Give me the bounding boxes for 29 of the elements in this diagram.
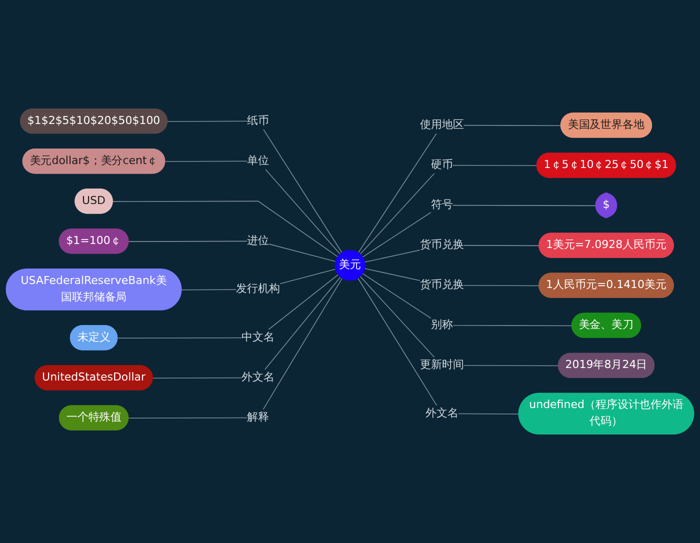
edge-label: 符号	[430, 198, 453, 212]
edge-label: 货币兑换	[420, 238, 464, 252]
edge-label: 单位	[247, 154, 270, 168]
connector	[128, 278, 343, 419]
edge-label: 使用地区	[420, 118, 464, 132]
connector	[360, 164, 538, 255]
connector	[358, 124, 562, 254]
edge-label: 更新时间	[420, 358, 464, 372]
connector	[362, 273, 573, 326]
connector	[164, 160, 341, 255]
connector	[357, 278, 520, 414]
edge-label: 进位	[247, 234, 270, 248]
edge-label: 解释	[247, 411, 270, 424]
connector	[167, 120, 342, 254]
connector	[152, 276, 341, 379]
edge-label: 硬币	[430, 158, 453, 172]
connector	[128, 240, 336, 262]
edge-label: 中文名	[242, 331, 275, 344]
edge-label: 外文名	[425, 406, 458, 420]
node-circle: 美元	[334, 250, 366, 281]
connector	[112, 200, 338, 258]
connector	[360, 276, 560, 366]
edge-label: 别称	[430, 318, 453, 332]
edge-label: 纸币	[247, 114, 270, 127]
edge-label: 货币兑换	[420, 278, 464, 292]
edge-label: 发行机构	[236, 282, 280, 296]
connector	[117, 274, 339, 338]
edge-label: 外文名	[242, 371, 275, 384]
connector	[362, 204, 597, 258]
